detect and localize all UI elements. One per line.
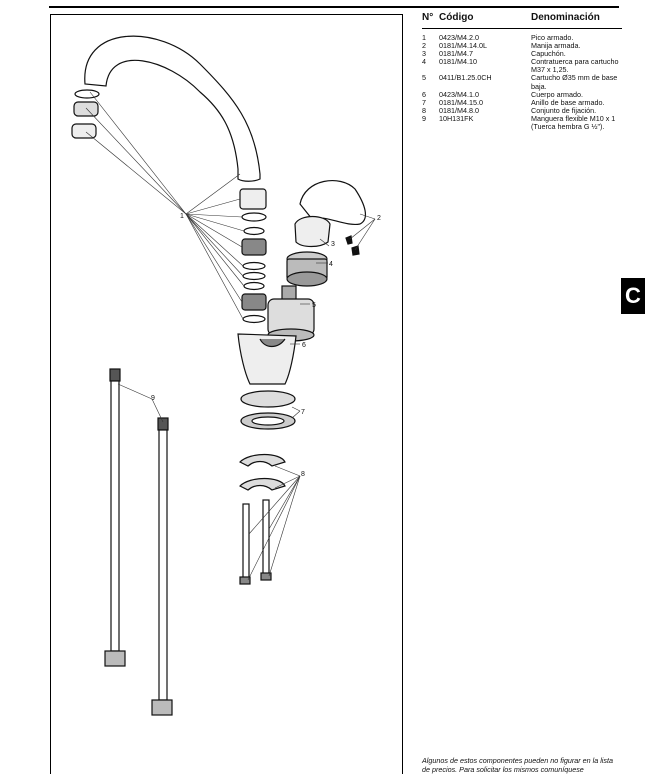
hose-b [158, 429, 168, 701]
cap-shape [294, 215, 331, 248]
top-rule [49, 6, 619, 8]
row-name: Capuchón. [531, 49, 566, 59]
hose-fitting-b [157, 417, 169, 431]
handle-cap [351, 245, 360, 256]
table-row: 8 0181/M4.8.0 Conjunto de fijación. [422, 105, 622, 115]
row-name: Manguera flexible M10 x 1 (Tuerca hembra… [531, 113, 616, 132]
callout-6: 6 [302, 342, 306, 349]
o-ring-f [242, 314, 266, 324]
o-ring-a [241, 212, 267, 222]
callout-5: 5 [312, 302, 316, 309]
row-code: 0423/M4.1.0 [439, 89, 479, 99]
header-num: N° [422, 12, 434, 23]
row-num: 4 [422, 57, 426, 67]
table-row: 5 0411/B1.25.0CH Cartucho Ø35 mm de base… [422, 74, 622, 90]
row-name: Contratuerca para cartucho M37 x 1,25. [531, 57, 619, 75]
cartridge-stem [281, 285, 297, 301]
o-ring-c [242, 261, 266, 271]
aerator-mesh [71, 123, 97, 139]
row-name: Anillo de base armado. [531, 97, 605, 107]
row-name: Cartucho Ø35 mm de base baja. [531, 73, 618, 91]
table-row: 2 0181/M4.14.0L Manija armada. [422, 41, 622, 51]
parts-table-header: N° Código Denominación [422, 12, 622, 29]
row-code: 10H131FK [439, 113, 474, 123]
row-code: 0181/M4.7 [439, 49, 473, 59]
table-row: 9 10H131FK Manguera flexible M10 x 1 (Tu… [422, 113, 622, 132]
fixing-clip-a [238, 453, 286, 467]
section-tab: C [621, 278, 645, 314]
aerator-ring [74, 89, 100, 99]
row-num: 6 [422, 89, 426, 99]
faucet-body [237, 333, 297, 385]
hose-a [110, 380, 120, 652]
row-code: 0181/M4.8.0 [439, 105, 479, 115]
fixing-rod-a [242, 503, 250, 580]
row-num: 9 [422, 113, 426, 123]
handle-shape [299, 180, 367, 226]
row-num: 8 [422, 105, 426, 115]
table-row: 6 0423/M4.1.0 Cuerpo armado. [422, 89, 622, 99]
o-ring-d [242, 271, 266, 281]
callout-8: 8 [301, 471, 305, 478]
o-ring-b [243, 226, 265, 236]
row-code: 0181/M4.15.0 [439, 97, 483, 107]
exploded-view-diagram: 1 2 3 4 5 6 7 8 9 [71, 35, 381, 716]
handle-screw [345, 235, 353, 245]
callout-1: 1 [180, 213, 184, 220]
row-num: 7 [422, 97, 426, 107]
drawing-frame [50, 14, 403, 774]
aerator-body [73, 101, 99, 117]
spout-thread-a [241, 238, 267, 256]
row-name: Pico armado. [531, 33, 574, 42]
hose-nut-b [151, 699, 173, 716]
callout-2: 2 [377, 215, 381, 222]
fixing-nut-b [260, 572, 272, 581]
table-row: 7 0181/M4.15.0 Anillo de base armado. [422, 97, 622, 107]
row-name: Cuerpo armado. [531, 89, 583, 99]
callout-4: 4 [329, 261, 333, 268]
footnote: Algunos de estos componentes pueden no f… [422, 756, 613, 774]
row-name: Manija armada. [531, 41, 581, 51]
spout-sleeve [239, 188, 267, 210]
callout-9: 9 [151, 395, 155, 402]
row-code: 0181/M4.10 [439, 57, 477, 67]
row-num: 2 [422, 41, 426, 51]
row-code: 0423/M4.2.0 [439, 33, 479, 42]
hose-fitting-a [109, 368, 121, 382]
callout-7: 7 [301, 409, 305, 416]
row-code: 0411/B1.25.0CH [439, 73, 492, 83]
o-ring-e [243, 281, 265, 291]
row-num: 5 [422, 73, 426, 83]
spout-outline [84, 35, 261, 182]
base-ring-top [240, 390, 296, 408]
header-name: Denominación [531, 12, 600, 23]
spout-thread-b [241, 293, 267, 311]
fixing-nut-a [239, 576, 251, 585]
leader-lines [85, 91, 376, 581]
fixing-clip-b [238, 477, 286, 491]
table-row: 1 0423/M4.2.0 Pico armado. [422, 33, 622, 42]
parts-table: N° Código Denominación 1 0423/M4.2.0 Pic… [422, 12, 622, 132]
row-name: Conjunto de fijación. [531, 105, 597, 115]
locknut-bottom [286, 271, 328, 287]
table-row: 4 0181/M4.10 Contratuerca para cartucho … [422, 58, 622, 74]
row-num: 3 [422, 49, 426, 59]
callout-3: 3 [331, 241, 335, 248]
row-code: 0181/M4.14.0L [439, 41, 487, 51]
fixing-rod-b [262, 499, 270, 576]
table-row: 3 0181/M4.7 Capuchón. [422, 50, 622, 58]
hose-nut-a [104, 650, 126, 667]
row-num: 1 [422, 33, 426, 42]
header-code: Código [439, 12, 474, 23]
